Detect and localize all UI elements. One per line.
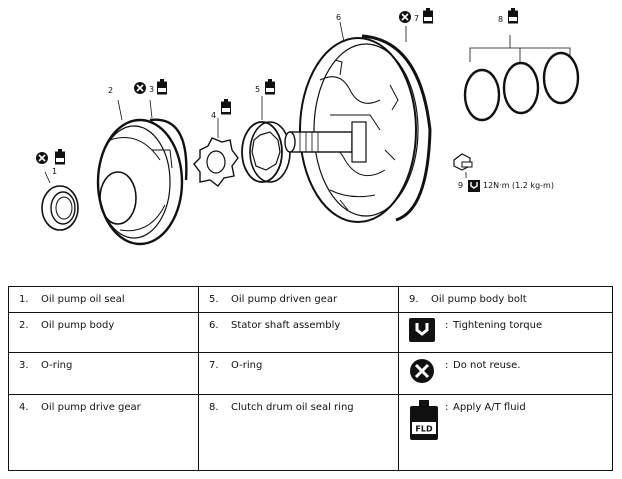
clutch-drum-oil-seal-rings — [463, 35, 580, 122]
legend-cell: 3.O-ring — [19, 360, 73, 371]
legend-table: 1.Oil pump oil seal 5.Oil pump driven ge… — [8, 286, 613, 471]
fluid-can-icon — [423, 8, 433, 24]
legend-cell: 5.Oil pump driven gear — [209, 294, 338, 305]
legend-row: 3.O-ring 7.O-ring : Do not reuse. — [8, 352, 613, 395]
fluid-can-icon — [157, 79, 167, 95]
do-not-reuse-icon — [35, 151, 49, 165]
legend-row: 1.Oil pump oil seal 5.Oil pump driven ge… — [8, 286, 613, 313]
legend-cell: FLD : Apply A/T fluid — [399, 395, 612, 470]
callout-8: 8 — [498, 15, 503, 24]
legend-cell: 7.O-ring — [209, 360, 263, 371]
do-not-reuse-icon — [409, 358, 445, 384]
legend-cell: 1.Oil pump oil seal — [19, 294, 125, 305]
oil-pump-body-bolt — [453, 153, 473, 178]
legend-cell: 6.Stator shaft assembly — [209, 320, 341, 331]
callout-4: 4 — [211, 111, 216, 120]
oil-pump-drive-gear — [193, 118, 239, 187]
callout-1: 1 — [52, 167, 57, 176]
legend-row: 4.Oil pump drive gear 8.Clutch drum oil … — [8, 394, 613, 471]
callout-3: 3 — [149, 85, 154, 94]
torque-value: 12N·m (1.2 kg-m) — [483, 181, 554, 190]
legend-cell: 8.Clutch drum oil seal ring — [209, 402, 354, 413]
o-ring-3 — [149, 99, 188, 181]
torque-wrench-icon — [468, 180, 480, 192]
legend-cell: : Tightening torque — [399, 313, 612, 352]
torque-wrench-icon — [409, 318, 445, 342]
oil-pump-oil-seal — [41, 171, 79, 231]
legend-cell: 9.Oil pump body bolt — [409, 294, 527, 305]
callout-6: 6 — [336, 13, 341, 22]
legend-cell: : Do not reuse. — [399, 353, 612, 394]
svg-text:FLD: FLD — [415, 425, 433, 434]
oil-pump-driven-gear — [241, 96, 291, 183]
callout-2: 2 — [108, 86, 113, 95]
do-not-reuse-icon — [133, 81, 147, 95]
oil-pump-body — [96, 99, 184, 246]
callout-5: 5 — [255, 85, 260, 94]
fluid-can-icon — [221, 99, 231, 115]
fluid-can-icon — [508, 8, 518, 24]
do-not-reuse-icon — [398, 10, 412, 24]
fluid-can-icon — [265, 79, 275, 95]
stator-shaft-assembly — [284, 21, 419, 223]
callout-7: 7 — [414, 14, 419, 23]
o-ring-7 — [361, 26, 432, 222]
legend-row: 2.Oil pump body 6.Stator shaft assembly … — [8, 312, 613, 353]
fluid-can-icon — [55, 149, 65, 165]
fluid-can-icon: FLD — [409, 400, 445, 440]
legend-cell: 4.Oil pump drive gear — [19, 402, 141, 413]
legend-cell: 2.Oil pump body — [19, 320, 115, 331]
exploded-view-diagram: 1 2 3 4 5 — [35, 8, 580, 246]
callout-9: 9 — [458, 181, 463, 190]
